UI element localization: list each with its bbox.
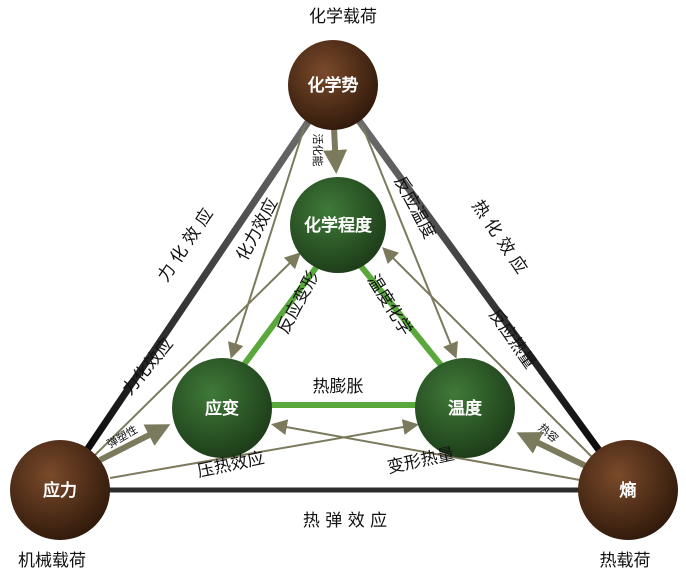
arrow-stress-temp [109, 419, 419, 479]
link-degree-temp [357, 263, 448, 372]
arrow-chempot-strain [228, 124, 306, 359]
node-label: 应力 [43, 480, 77, 501]
edge-chempot-entropy [330, 82, 631, 493]
arrow-chempot-temp [361, 124, 458, 359]
label-thermal-expansion: 热膨胀 [313, 377, 364, 397]
label-chemo-mechanical: 化力效应 [233, 195, 283, 264]
node-label: 化学程度 [304, 215, 373, 236]
arrow-entropy-strain [271, 419, 581, 481]
node-chemical-potential: 化学势 [288, 40, 378, 130]
label-activation-energy: 活化能 [311, 134, 325, 167]
node-temperature: 温度 [415, 358, 515, 458]
node-chemical-degree: 化学程度 [290, 177, 386, 273]
node-label: 应变 [205, 398, 239, 419]
node-strain: 应变 [172, 358, 272, 458]
node-label: 熵 [619, 480, 637, 501]
arrow-heat-capacity [516, 432, 592, 471]
load-chemical: 化学载荷 [309, 7, 377, 27]
arrow-entropy-degree [382, 247, 596, 461]
arrow-elastoplastic [98, 424, 171, 463]
label-reaction-temperature: 反应温度 [390, 173, 440, 242]
arrow-stress-degree [94, 252, 301, 456]
label-outer-right: 热 化 效 应 [467, 197, 531, 278]
label-reaction-deformation: 反应变形 [274, 268, 324, 337]
load-mechanical: 机械载荷 [18, 551, 86, 571]
label-mechano-chemical: 力化效应 [119, 334, 178, 399]
node-entropy: 熵 [578, 440, 678, 540]
node-label: 温度 [448, 398, 483, 419]
label-temperature-chemistry: 温度化学 [363, 271, 416, 339]
node-label: 化学势 [308, 75, 359, 96]
label-outer-bottom: 热 弹 效 应 [303, 511, 387, 531]
label-deformation-heat: 变形热量 [386, 444, 457, 478]
node-stress: 应力 [10, 440, 110, 540]
link-degree-strain [237, 263, 321, 372]
load-thermal: 热载荷 [600, 551, 651, 571]
label-reaction-heat: 反应热量 [484, 306, 539, 373]
arrow-activation-energy [323, 127, 348, 174]
edge-stress-chempot [57, 83, 336, 492]
